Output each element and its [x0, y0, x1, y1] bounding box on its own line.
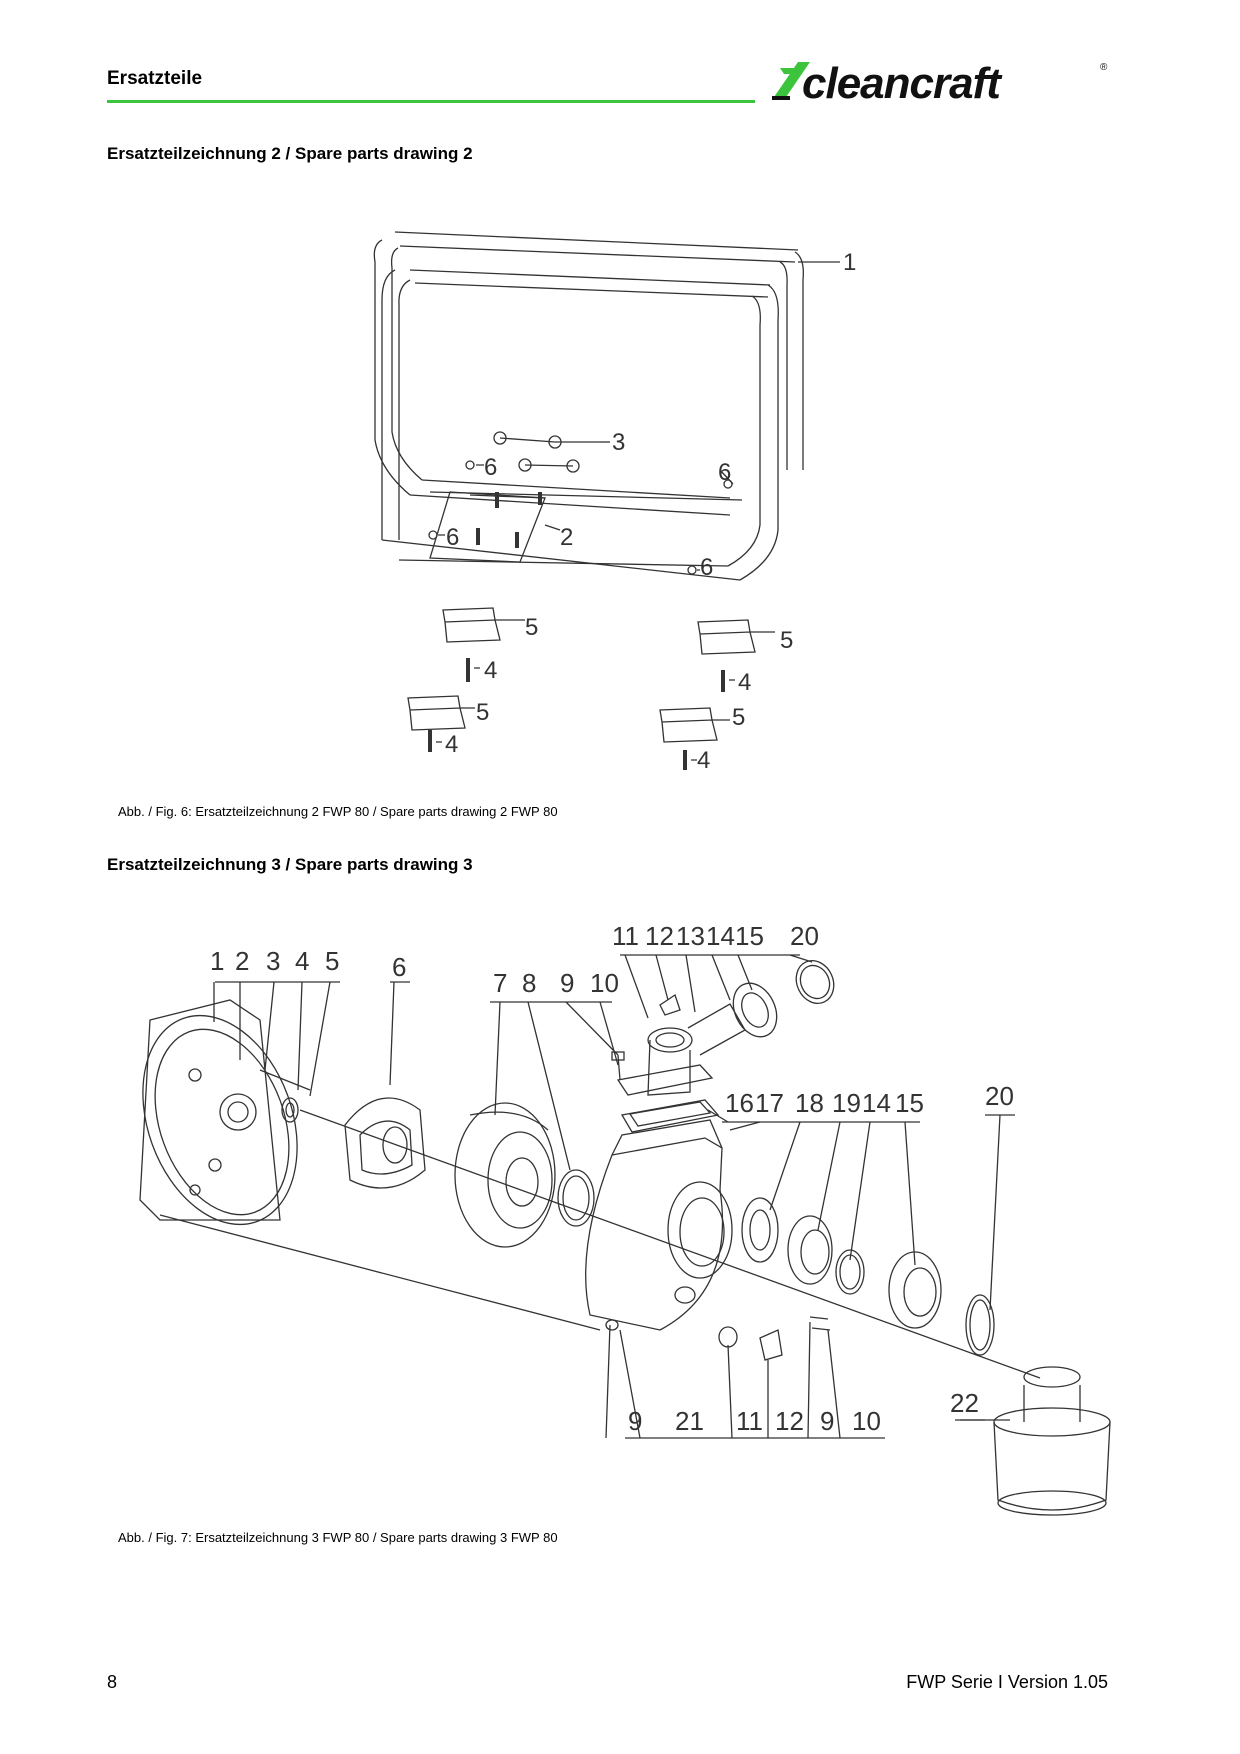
drawing3-label: 2	[235, 946, 249, 976]
drawing2-label: 6	[484, 454, 497, 481]
drawing3-label: 15	[895, 1088, 924, 1118]
drawing3-label: 14	[862, 1088, 891, 1118]
drawing3-label: 6	[392, 952, 406, 982]
drawing2-label: 2	[560, 524, 573, 551]
drawing2-label: 5	[525, 614, 538, 641]
drawing2-label: 4	[484, 657, 497, 684]
drawing3-label: 11	[736, 1406, 763, 1436]
drawing3-label: 12	[775, 1406, 804, 1436]
drawing2-label: 5	[780, 627, 793, 654]
section-title-drawing-2: Ersatzteilzeichnung 2 / Spare parts draw…	[107, 144, 473, 163]
drawing3-label: 19	[832, 1088, 861, 1118]
drawing3-label: 18	[795, 1088, 824, 1118]
drawing2-label: 4	[697, 747, 710, 774]
drawing3-label: 20	[790, 921, 819, 951]
section-title-drawing-3: Ersatzteilzeichnung 3 / Spare parts draw…	[107, 855, 473, 874]
drawing2-label: 1	[843, 249, 856, 276]
drawing3-label: 22	[950, 1388, 979, 1418]
drawing3-label: 20	[985, 1081, 1014, 1111]
figure-7-caption: Abb. / Fig. 7: Ersatzteilzeichnung 3 FWP…	[118, 1530, 558, 1545]
drawing3-label: 17	[755, 1088, 784, 1118]
spare-parts-drawing-2: 1 3 6 6 6 2 6 5 5 4 4 5 5 4 4	[373, 231, 856, 774]
drawing2-label: 5	[732, 704, 745, 731]
logo-text: cleancraft	[802, 59, 1003, 106]
header-rule	[107, 100, 755, 103]
drawing3-label: 5	[325, 946, 339, 976]
drawing2-label: 4	[445, 731, 458, 758]
drawing3-label: 14	[706, 921, 735, 951]
page-number: 8	[107, 1672, 118, 1692]
drawing2-label: 3	[612, 429, 625, 456]
drawing3-label: 1	[210, 946, 224, 976]
drawing3-label: 21	[675, 1406, 704, 1436]
drawing3-label: 13	[676, 921, 705, 951]
drawing3-label: 9	[820, 1406, 834, 1436]
drawing2-label: 6	[446, 524, 459, 551]
drawing2-label: 4	[738, 669, 751, 696]
drawing3-label: 9	[560, 968, 574, 998]
drawing2-label: 5	[476, 699, 489, 726]
drawing2-label: 6	[718, 459, 731, 486]
drawing2-label: 6	[700, 554, 713, 581]
header-title: Ersatzteile	[107, 68, 203, 89]
brand-logo: cleancraft ®	[772, 59, 1108, 106]
drawing3-label: 3	[266, 946, 280, 976]
drawing3-label: 10	[590, 968, 619, 998]
drawing3-label: 15	[735, 921, 764, 951]
drawing3-label: 9	[628, 1406, 642, 1436]
drawing3-label: 8	[522, 968, 536, 998]
drawing3-label: 16	[725, 1088, 754, 1118]
footer-version: FWP Serie I Version 1.05	[906, 1672, 1108, 1692]
drawing3-label: 11	[612, 921, 639, 951]
drawing3-label: 7	[493, 968, 507, 998]
spare-parts-drawing-3: 1 2 3 4 5 6 7 8 9 10 11 12 13 14 15 20 1…	[139, 921, 1111, 1516]
figure-6-caption: Abb. / Fig. 6: Ersatzteilzeichnung 2 FWP…	[118, 804, 558, 819]
drawing3-label: 10	[852, 1406, 881, 1436]
drawing3-label: 12	[645, 921, 674, 951]
logo-registered-mark: ®	[1100, 62, 1108, 73]
drawing3-label: 4	[295, 946, 309, 976]
